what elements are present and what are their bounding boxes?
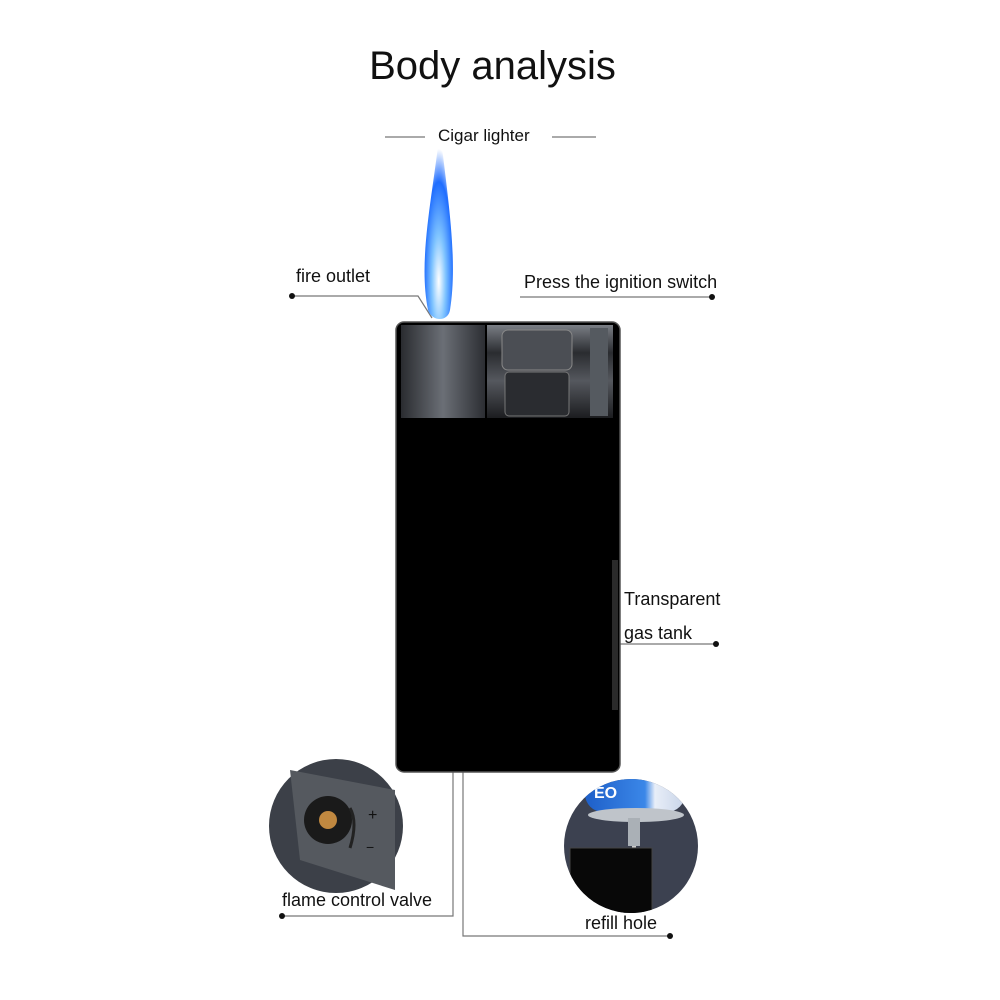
label-gas-tank-line1: Transparent xyxy=(624,589,721,609)
lighter-body xyxy=(395,321,621,773)
leader-dots xyxy=(279,293,719,939)
refill-leader xyxy=(462,770,670,937)
flame-valve-inset: + − xyxy=(269,759,403,893)
refill-inset: EO xyxy=(564,779,698,913)
fire-outlet-cap xyxy=(401,325,485,418)
flame-valve-leader xyxy=(282,770,454,917)
valve-plus: + xyxy=(368,807,377,824)
gas-can-brand: EO xyxy=(594,785,617,802)
flame-icon xyxy=(424,130,453,319)
label-flame-valve: flame control valve xyxy=(282,890,433,910)
label-fire-outlet: fire outlet xyxy=(296,266,371,286)
fire-outlet-leader xyxy=(292,295,433,319)
valve-minus: − xyxy=(366,839,374,855)
gas-tank-window xyxy=(612,560,618,710)
label-gas-tank-line2: gas tank xyxy=(624,623,693,643)
label-refill-hole: refill hole xyxy=(585,913,658,933)
label-ignition-switch: Press the ignition switch xyxy=(524,272,718,292)
label-cigar-lighter: Cigar lighter xyxy=(438,126,530,145)
page-title: Body analysis xyxy=(369,44,616,88)
leader-lines xyxy=(282,136,716,937)
